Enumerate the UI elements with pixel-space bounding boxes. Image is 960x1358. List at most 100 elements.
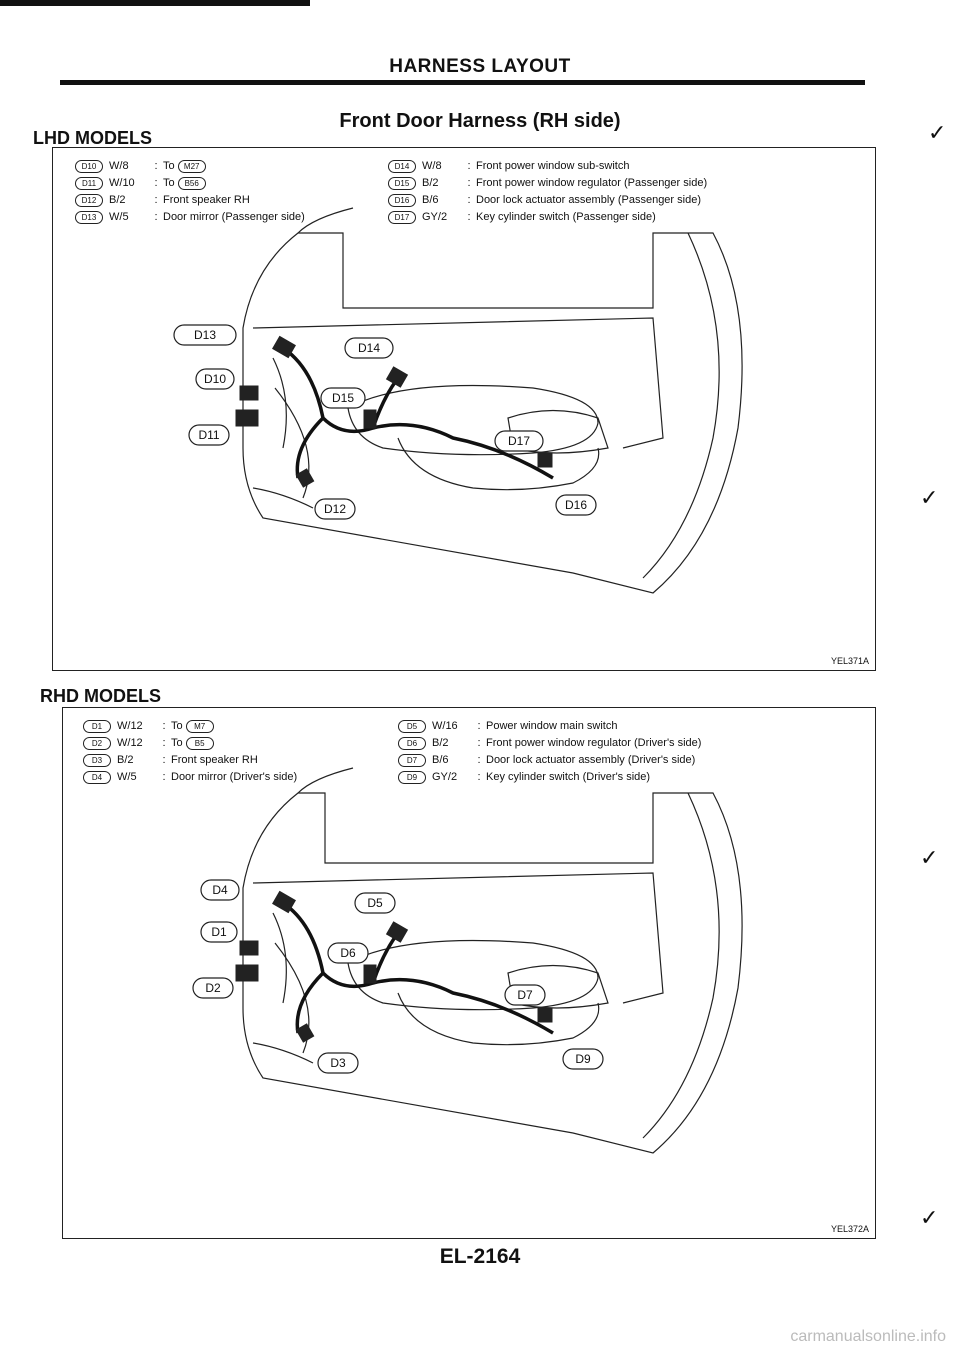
callout-label: D14 — [358, 341, 380, 355]
wire-code: B/6 — [422, 194, 439, 206]
connector-badge: D16 — [388, 194, 416, 207]
legend-desc: Key cylinder switch (Driver's side) — [486, 771, 651, 783]
legend-desc: Door lock actuator assembly (Driver's si… — [486, 754, 696, 766]
callout-label: D6 — [340, 946, 356, 960]
callout-label: D12 — [324, 502, 346, 516]
wire-code: GY/2 — [432, 771, 458, 783]
wire-code: W/8 — [422, 160, 442, 172]
legend-desc: To — [171, 720, 183, 732]
header-rule — [60, 80, 865, 85]
wire-code: GY/2 — [422, 211, 448, 223]
top-edge-bar — [0, 0, 310, 6]
figure-ref: YEL371A — [830, 656, 869, 666]
callout-label: D11 — [198, 428, 219, 442]
callout-label: D2 — [205, 981, 221, 995]
wire-code: B/2 — [432, 737, 449, 749]
connector-badge: D12 — [75, 194, 103, 207]
connector-badge: D10 — [75, 160, 103, 173]
wire-code: B/2 — [109, 194, 126, 206]
legend-desc: Front speaker RH — [171, 754, 258, 766]
connector-badge: D7 — [398, 754, 426, 767]
wire-code: W/8 — [109, 160, 129, 172]
callout-label: D9 — [575, 1052, 591, 1066]
callout-label: D4 — [212, 883, 228, 897]
legend-desc: To — [171, 737, 183, 749]
wire-code: W/12 — [117, 720, 143, 732]
figure-ref: YEL372A — [830, 1224, 869, 1234]
lhd-door-diagram: D13 D10 D11 D14 D15 D17 D12 D16 — [173, 207, 743, 594]
wire-code: W/5 — [109, 211, 129, 223]
callout-label: D5 — [367, 896, 383, 910]
callout-label: D10 — [204, 372, 226, 386]
watermark: carmanualsonline.info — [790, 1328, 946, 1345]
legend-desc: Front power window sub-switch — [476, 160, 630, 172]
check-mark-icon: ✓ — [920, 485, 939, 510]
section-title: Front Door Harness (RH side) — [339, 110, 621, 132]
legend-desc: Front speaker RH — [163, 194, 250, 206]
callout-label: D17 — [508, 434, 530, 448]
page-header-title: HARNESS LAYOUT — [389, 56, 571, 77]
connector-badge: D17 — [388, 211, 416, 224]
page-number: EL-2164 — [439, 1245, 521, 1268]
connector-badge: D14 — [388, 160, 416, 173]
legend-desc: Door lock actuator assembly (Passenger s… — [476, 194, 701, 206]
callout-label: D16 — [565, 498, 587, 512]
wire-code: W/10 — [109, 177, 135, 189]
target-connector-badge: M27 — [177, 160, 206, 173]
wire-code: B/6 — [432, 754, 449, 766]
legend-desc: Key cylinder switch (Passenger side) — [476, 211, 656, 223]
wire-code: W/16 — [432, 720, 458, 732]
connector-badge: D5 — [398, 720, 426, 733]
legend-desc: Front power window regulator (Passenger … — [476, 177, 708, 189]
callout-label: D1 — [211, 925, 227, 939]
connector-badge: D15 — [388, 177, 416, 190]
connector-badge: D4 — [83, 771, 111, 784]
legend-desc: To — [163, 177, 175, 189]
target-connector-badge: B5 — [185, 737, 214, 750]
connector-badge: D3 — [83, 754, 111, 767]
callout-label: D7 — [517, 988, 533, 1002]
rhd-models-title: RHD MODELS — [40, 686, 161, 706]
check-mark-icon: ✓ — [928, 120, 947, 145]
connector-badge: D13 — [75, 211, 103, 224]
target-connector-badge: B56 — [177, 177, 206, 190]
wire-code: W/12 — [117, 737, 143, 749]
legend-desc: Front power window regulator (Driver's s… — [486, 737, 702, 749]
target-connector-badge: M7 — [185, 720, 214, 733]
check-mark-icon: ✓ — [920, 845, 939, 870]
callout-label: D13 — [194, 328, 216, 342]
wire-code: B/2 — [422, 177, 439, 189]
wire-code: B/2 — [117, 754, 134, 766]
legend-desc: Door mirror (Driver's side) — [171, 771, 298, 783]
wire-code: W/5 — [117, 771, 137, 783]
lhd-models-title: LHD MODELS — [33, 128, 152, 148]
callout-label: D15 — [332, 391, 354, 405]
connector-badge: D9 — [398, 771, 426, 784]
legend-desc: Door mirror (Passenger side) — [163, 211, 305, 223]
rhd-door-diagram: D4 D1 D2 D5 D6 D7 D3 D9 — [192, 767, 743, 1154]
legend-desc: Power window main switch — [486, 720, 618, 732]
connector-badge: D11 — [75, 177, 103, 190]
connector-badge: D6 — [398, 737, 426, 750]
connector-badge: D2 — [83, 737, 111, 750]
